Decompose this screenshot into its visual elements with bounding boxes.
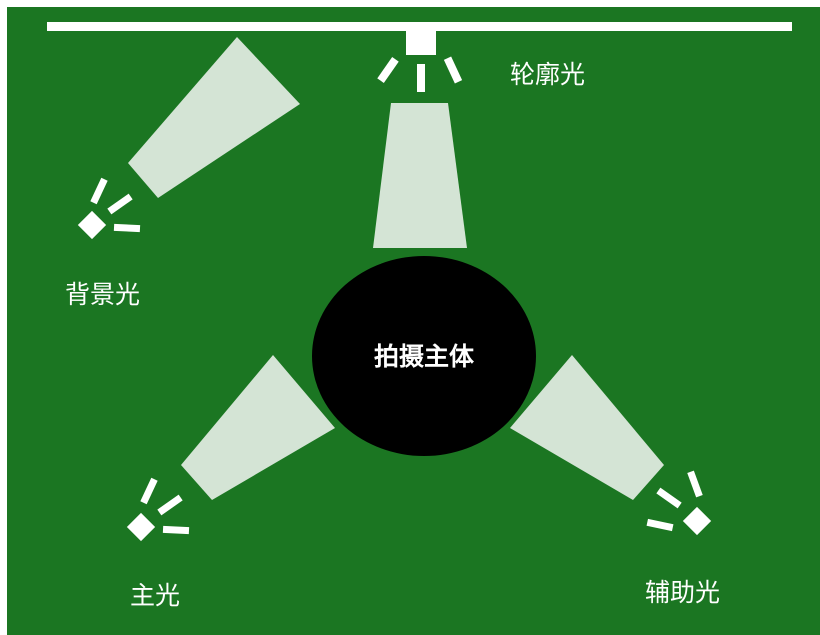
rim-light: 轮廓光 xyxy=(373,27,585,248)
key-light: 主光 xyxy=(126,355,335,610)
subject-ellipse xyxy=(312,256,536,456)
fill-light-ray-2 xyxy=(656,487,682,509)
fill-light-lamp xyxy=(682,506,712,536)
key-light-lamp xyxy=(126,512,156,542)
fill-light-label: 辅助光 xyxy=(645,578,720,607)
background-light-ray-1 xyxy=(90,177,108,205)
background-light-label: 背景光 xyxy=(65,280,140,309)
overhead-rail xyxy=(47,22,792,31)
fill-light-beam xyxy=(510,355,664,500)
fill-light: 辅助光 xyxy=(510,355,720,607)
key-light-ray-3 xyxy=(162,525,190,535)
fill-light-ray-3 xyxy=(646,518,674,532)
background-light-beam xyxy=(128,37,300,198)
fill-light-ray-1 xyxy=(687,470,703,498)
background-light-ray-3 xyxy=(113,223,141,233)
rim-light-ray-left xyxy=(377,57,399,83)
rim-light-mount xyxy=(406,27,436,55)
background-light-ray-2 xyxy=(107,193,133,215)
subject-label: 拍摄主体 xyxy=(374,342,475,371)
key-light-ray-1 xyxy=(140,477,158,505)
rim-light-ray-right xyxy=(443,56,463,84)
rim-light-beam xyxy=(373,103,467,248)
rim-light-label: 轮廓光 xyxy=(510,60,585,89)
subject: 拍摄主体 xyxy=(312,256,536,456)
key-light-ray-2 xyxy=(157,494,183,516)
rim-light-ray-center xyxy=(417,64,425,92)
key-light-beam xyxy=(181,355,335,500)
background-light: 背景光 xyxy=(65,37,300,309)
key-light-label: 主光 xyxy=(130,581,180,610)
